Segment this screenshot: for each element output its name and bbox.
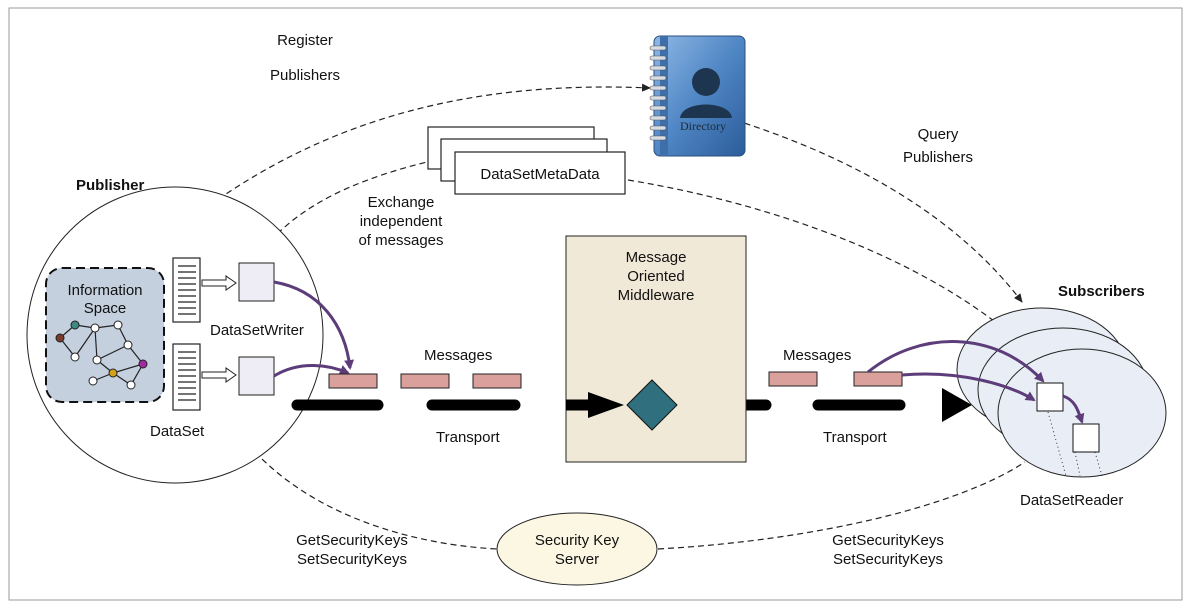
metadata-document-stack	[427, 126, 626, 195]
middleware-label-2: Oriented	[627, 268, 685, 285]
dataset-document-icon-top	[172, 257, 201, 323]
subscribers-title: Subscribers	[1058, 283, 1145, 300]
person-icon-body	[680, 104, 732, 118]
info-space-label-2: Space	[84, 300, 127, 317]
directory-label: Directory	[680, 119, 726, 133]
dataset-writer-box-bottom	[238, 356, 275, 396]
query-label-2: Publishers	[903, 149, 973, 166]
subscriber-ellipse	[997, 348, 1167, 478]
security-right-path	[657, 461, 1026, 550]
directory-book-icon: Directory	[649, 35, 746, 157]
dataset-writer-label: DataSetWriter	[210, 322, 304, 339]
dataset-label: DataSet	[150, 423, 205, 440]
middleware-transport	[566, 379, 678, 431]
query-label-1: Query	[918, 126, 959, 143]
dataset-document-icon-bottom	[172, 343, 201, 411]
info-space-label-1: Information	[67, 282, 142, 299]
security-server-label-2: Server	[555, 551, 599, 568]
security-right-get-label: GetSecurityKeys	[832, 532, 944, 549]
dataset-reader-label: DataSetReader	[1020, 492, 1123, 509]
exchange-label-1: Exchange	[368, 194, 435, 211]
transport-label-right: Transport	[823, 429, 887, 446]
exchange-label-2: independent	[360, 213, 443, 230]
security-right-set-label: SetSecurityKeys	[833, 551, 943, 568]
middleware-arrowhead	[588, 392, 624, 418]
security-left-path	[254, 451, 498, 550]
message-block	[328, 373, 378, 389]
exchange-label-3: of messages	[358, 232, 443, 249]
subscriber-arrowhead	[942, 388, 972, 422]
message-block	[853, 371, 903, 387]
middleware-label-3: Middleware	[618, 287, 695, 304]
register-label-2: Publishers	[270, 67, 340, 84]
dataset-reader-box-2	[1072, 423, 1100, 453]
publisher-title: Publisher	[76, 177, 145, 194]
dataset-to-writer-arrows	[201, 275, 237, 383]
transport-label-left: Transport	[436, 429, 500, 446]
writer-to-message-arrows	[273, 280, 355, 378]
middleware-diamond	[626, 379, 678, 431]
graph-nodes	[55, 320, 148, 390]
message-block	[400, 373, 450, 389]
register-label-1: Register	[277, 32, 333, 49]
information-space-box	[45, 267, 165, 403]
message-block	[768, 371, 818, 387]
dataset-reader-box-1	[1036, 382, 1064, 412]
security-server-label-1: Security Key	[535, 532, 620, 549]
dataset-reader-dotted-lines	[1047, 411, 1103, 477]
metadata-label: DataSetMetaData	[480, 166, 600, 183]
dataset-writer-box-top	[238, 262, 275, 302]
messages-label-right: Messages	[783, 347, 851, 364]
message-to-reader-arrows	[867, 340, 1085, 424]
publisher-circle	[26, 186, 324, 484]
security-key-server	[496, 512, 658, 586]
message-block	[472, 373, 522, 389]
security-left-get-label: GetSecurityKeys	[296, 532, 408, 549]
register-publishers-path	[209, 83, 651, 206]
security-left-set-label: SetSecurityKeys	[297, 551, 407, 568]
messages-label-left: Messages	[424, 347, 492, 364]
message-blocks	[328, 371, 903, 389]
middleware-label-1: Message	[626, 249, 687, 266]
metadata-to-subscriber-path	[627, 179, 1009, 333]
person-icon-head	[692, 68, 720, 96]
query-publishers-path	[734, 119, 1023, 303]
